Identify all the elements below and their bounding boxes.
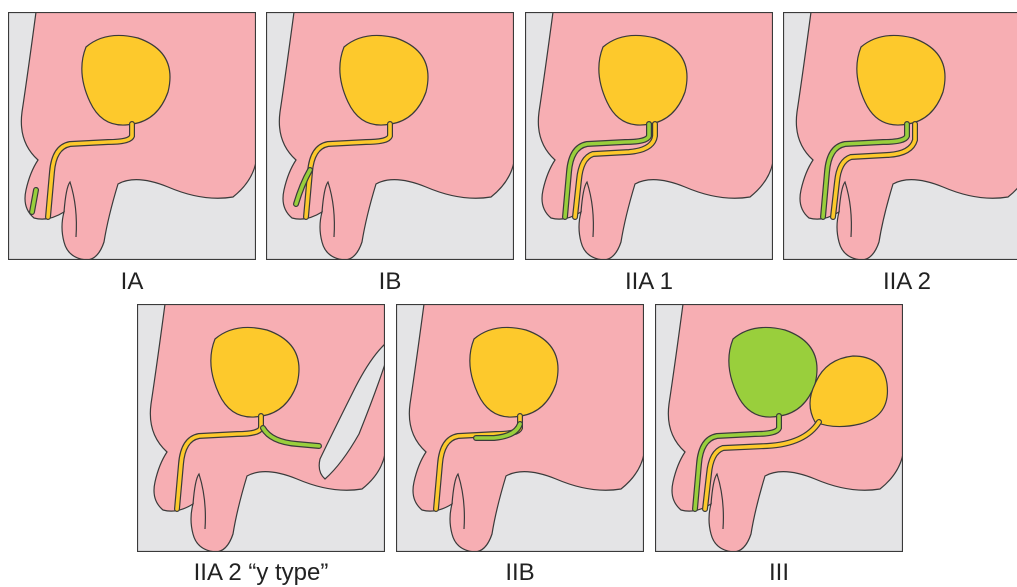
caption-iia-2-y-type: IIA 2 “y type” [137, 559, 385, 587]
panel-iia-2-y-type [137, 304, 385, 552]
panel-iia-1 [525, 12, 773, 260]
caption-iii: III [655, 559, 903, 587]
diagram-iia-1 [525, 12, 773, 260]
diagram-iib [396, 304, 644, 552]
diagram-iia-2 [783, 12, 1017, 260]
diagram-iii [655, 304, 903, 552]
caption-ib: IB [266, 268, 514, 296]
caption-iia-1: IIA 1 [525, 268, 773, 296]
caption-ia: IA [8, 268, 256, 296]
panel-iia-2 [783, 12, 1017, 260]
panel-iib [396, 304, 644, 552]
caption-iia-2: IIA 2 [783, 268, 1017, 296]
caption-iib: IIB [396, 559, 644, 587]
panel-ia [8, 12, 256, 260]
panel-iii [655, 304, 903, 552]
panel-ib [266, 12, 514, 260]
diagram-ib [266, 12, 514, 260]
diagram-ia [8, 12, 256, 260]
diagram-iia-2-y-type [137, 304, 385, 552]
